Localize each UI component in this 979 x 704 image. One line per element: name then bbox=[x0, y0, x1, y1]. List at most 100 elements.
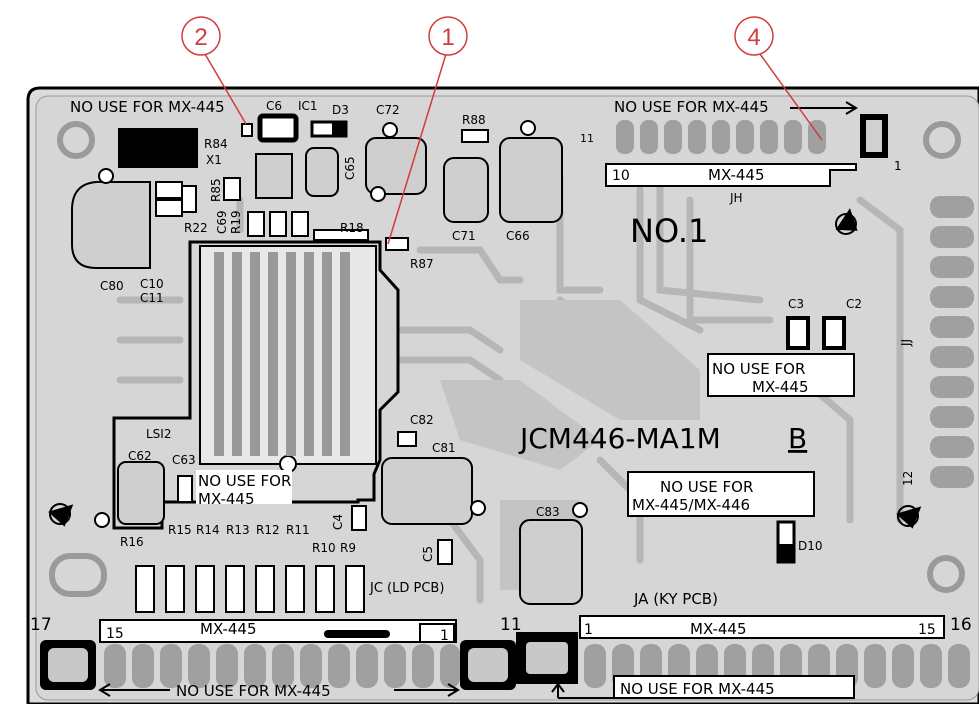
r9-label: R9 bbox=[340, 541, 356, 555]
callout-2-number: 2 bbox=[194, 24, 207, 51]
c63-label: C63 bbox=[172, 453, 196, 467]
c71-label: C71 bbox=[452, 229, 476, 243]
r11-label: R11 bbox=[286, 523, 310, 537]
jc-label: MX-445 bbox=[200, 620, 257, 638]
c83-capacitor bbox=[519, 519, 583, 605]
r85-label: R85 bbox=[209, 178, 223, 202]
c81-capacitor bbox=[381, 457, 473, 525]
c80-capacitor bbox=[71, 180, 151, 269]
mounting-holes bbox=[49, 121, 965, 597]
c62-label: C62 bbox=[128, 449, 152, 463]
note-bottom-right: NO USE FOR MX-445 bbox=[620, 680, 775, 698]
jc-pin-outer: 17 bbox=[30, 615, 52, 635]
x1-label: X1 bbox=[206, 153, 222, 167]
r85-component bbox=[223, 177, 241, 201]
c10-label: C10 bbox=[140, 277, 164, 291]
callout-1-number: 1 bbox=[441, 24, 454, 51]
note-c2c3-line1: NO USE FOR bbox=[712, 360, 805, 378]
ja-label: MX-445 bbox=[690, 620, 747, 638]
r13-label: R13 bbox=[226, 523, 250, 537]
r12-label: R12 bbox=[256, 523, 280, 537]
c69-label: C69 bbox=[215, 210, 229, 234]
r87-label: R87 bbox=[410, 257, 434, 271]
jh-silkscreen bbox=[605, 163, 857, 187]
jh-pin-right: 1 bbox=[894, 159, 902, 173]
jc-pin-left: 15 bbox=[106, 626, 124, 642]
note-bottom-left: NO USE FOR MX-445 bbox=[176, 682, 331, 700]
c82-component bbox=[397, 431, 417, 447]
silkscreen-labels: NO USE FOR MX-445 NO USE FOR MX-445 C6 I… bbox=[30, 98, 972, 700]
r19-label: R19 bbox=[229, 210, 243, 234]
part-revision: B bbox=[788, 422, 807, 455]
lsi2-outline bbox=[112, 240, 400, 530]
callout-2-circle bbox=[181, 16, 221, 56]
arrow-lines bbox=[98, 101, 858, 699]
jc-pin1-marker bbox=[419, 623, 455, 643]
callout-1-circle bbox=[428, 16, 468, 56]
r22-label: R22 bbox=[184, 221, 208, 235]
c6-component bbox=[257, 113, 299, 143]
fiducial-marks bbox=[48, 208, 922, 529]
jc-name: JC (LD PCB) bbox=[369, 581, 444, 596]
r19-r22-c69-group bbox=[247, 211, 309, 237]
c5-label: C5 bbox=[421, 546, 435, 562]
c83-label: C83 bbox=[536, 505, 560, 519]
ja-pin-inner: 11 bbox=[500, 615, 522, 635]
c2-label: C2 bbox=[846, 297, 862, 311]
c72-capacitor bbox=[365, 137, 427, 195]
c10-c11-group bbox=[155, 181, 197, 217]
c82-label: C82 bbox=[410, 413, 434, 427]
note-box-c2c3 bbox=[707, 353, 855, 397]
c63-component bbox=[177, 475, 193, 503]
c71-capacitor bbox=[443, 157, 489, 223]
jh-pin-top: 11 bbox=[580, 132, 594, 145]
ja-pin-right: 15 bbox=[918, 622, 936, 638]
note-lsi-line1: NO USE FOR bbox=[198, 472, 291, 490]
board-id: NO.1 bbox=[630, 212, 708, 250]
note-c2c3-line2: MX-445 bbox=[752, 378, 809, 396]
r18-component bbox=[313, 229, 369, 241]
jc-silkscreen bbox=[99, 619, 457, 643]
note-box-mid-right bbox=[627, 471, 815, 517]
r87-component bbox=[385, 237, 409, 251]
r88-component bbox=[461, 129, 489, 143]
note-mid-right-line1: NO USE FOR bbox=[660, 478, 753, 496]
c2-component bbox=[822, 316, 846, 350]
r18-label: R18 bbox=[340, 221, 364, 235]
note-box-bottom-right bbox=[613, 675, 855, 699]
c62-capacitor bbox=[117, 461, 165, 525]
jh-pin-left: 10 bbox=[612, 168, 630, 184]
c66-label: C66 bbox=[506, 229, 530, 243]
callout-leaders bbox=[204, 53, 823, 245]
c5-component bbox=[437, 539, 453, 565]
r10-label: R10 bbox=[312, 541, 336, 555]
ja-silkscreen bbox=[579, 615, 945, 639]
c4-component bbox=[351, 505, 367, 531]
note-top-left: NO USE FOR MX-445 bbox=[70, 98, 225, 116]
ja-pin-outer: 16 bbox=[950, 615, 972, 635]
jc-key-slot bbox=[324, 630, 390, 638]
c65-label: C65 bbox=[343, 156, 357, 180]
c80-label: C80 bbox=[100, 279, 124, 293]
resistor-row bbox=[135, 565, 365, 613]
c65-capacitor bbox=[305, 147, 339, 197]
c3-label: C3 bbox=[788, 297, 804, 311]
r84-component bbox=[241, 123, 253, 137]
c4-label: C4 bbox=[331, 514, 345, 530]
note-top-right: NO USE FOR MX-445 bbox=[614, 98, 769, 116]
r84-label: R84 bbox=[204, 137, 228, 151]
jj-connector-pads bbox=[930, 196, 974, 488]
r15-label: R15 bbox=[168, 523, 192, 537]
ic1-regulator bbox=[255, 153, 293, 199]
r88-label: R88 bbox=[462, 113, 486, 127]
jj-name: JJ bbox=[899, 339, 913, 347]
lsi2-notch bbox=[279, 455, 297, 473]
c6-label: C6 bbox=[266, 99, 282, 113]
callout-4-circle bbox=[734, 16, 774, 56]
jj-pin-bottom: 12 bbox=[901, 471, 915, 486]
c72-label: C72 bbox=[376, 103, 400, 117]
ja-name: JA (KY PCB) bbox=[633, 590, 718, 608]
c3-component bbox=[786, 316, 810, 350]
r14-label: R14 bbox=[196, 523, 220, 537]
